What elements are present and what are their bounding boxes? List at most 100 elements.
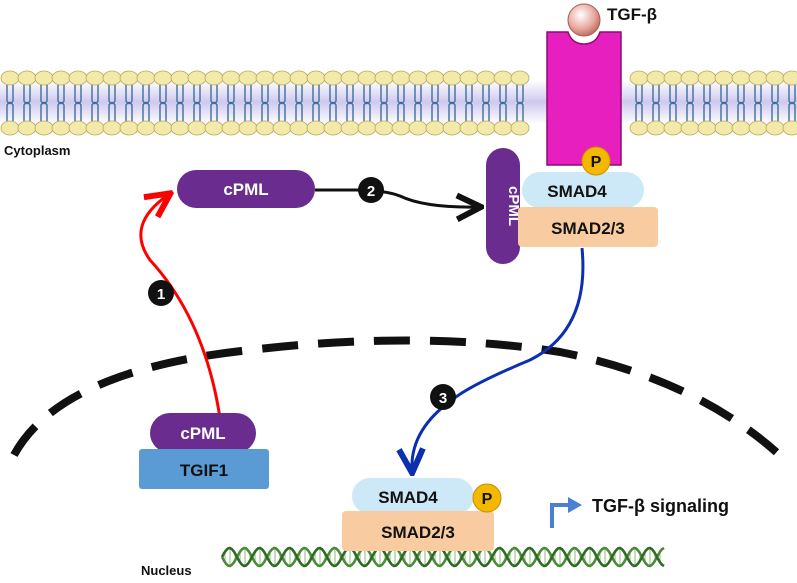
- lipid-head: [748, 120, 768, 136]
- lipid-head: [510, 120, 530, 136]
- lipid-head: [102, 120, 122, 136]
- smad23-nucleus-label: SMAD2/3: [381, 523, 455, 542]
- lipid-head: [663, 120, 683, 136]
- lipid-head: [714, 70, 734, 86]
- lipid-tail: [516, 85, 524, 121]
- lipid-tail: [414, 85, 422, 121]
- lipid-head: [680, 70, 700, 86]
- tgf-beta-label: TGF-β: [607, 5, 657, 24]
- lipid-head: [255, 120, 275, 136]
- lipid-head: [238, 120, 258, 136]
- lipid-head: [629, 70, 649, 86]
- lipid-head: [697, 70, 717, 86]
- lipid-tail: [448, 85, 456, 121]
- lipid-head: [17, 120, 37, 136]
- lipid-tail: [142, 85, 150, 121]
- lipid-head: [629, 120, 649, 136]
- lipid-head: [85, 70, 105, 86]
- lipid-tail: [6, 85, 14, 121]
- phospho-nucleus-label: P: [482, 491, 493, 508]
- receptor-body: [546, 31, 622, 166]
- lipid-head: [289, 70, 309, 86]
- lipid-head: [170, 120, 190, 136]
- lipid-head: [680, 120, 700, 136]
- step3-label: 3: [439, 390, 447, 407]
- lipid-head: [493, 120, 513, 136]
- tgif1: [139, 449, 269, 489]
- lipid-tail: [108, 85, 116, 121]
- lipid-head: [442, 70, 462, 86]
- lipid-head: [663, 70, 683, 86]
- cpml-cytoplasm: [177, 170, 315, 208]
- cpml-receptor-label: cPML: [505, 186, 522, 226]
- lipid-tail: [295, 85, 303, 121]
- lipid-head: [714, 120, 734, 136]
- lipid-head: [323, 70, 343, 86]
- lipid-tail: [125, 85, 133, 121]
- cpml-nucleus: [150, 413, 256, 453]
- lipid-tail: [771, 85, 779, 121]
- lipid-head: [153, 70, 173, 86]
- lipid-head: [357, 70, 377, 86]
- lipid-tail: [329, 85, 337, 121]
- step1-marker: [148, 280, 174, 306]
- smad4-nucleus: [352, 478, 474, 514]
- smad23-nucleus: [342, 511, 494, 551]
- lipid-tail: [193, 85, 201, 121]
- cytoplasm-label: Cytoplasm: [4, 143, 70, 158]
- lipid-head: [255, 70, 275, 86]
- lipid-tail: [244, 85, 252, 121]
- tgif1-label: TGIF1: [180, 461, 228, 480]
- smad23-receptor-label: SMAD2/3: [551, 219, 625, 238]
- lipid-head: [119, 70, 139, 86]
- lipid-head: [272, 70, 292, 86]
- lipid-head: [357, 120, 377, 136]
- step3-arrow: [412, 247, 585, 470]
- lipid-head: [374, 70, 394, 86]
- lipid-tail: [754, 85, 762, 121]
- lipid-head: [0, 70, 20, 86]
- smad4-receptor-label: SMAD4: [547, 182, 607, 201]
- smad23-receptor: [518, 207, 658, 247]
- lipid-tail: [788, 85, 796, 121]
- lipid-tail: [159, 85, 167, 121]
- lipid-tail: [346, 85, 354, 121]
- lipid-head: [425, 70, 445, 86]
- nucleus-label: Nucleus: [141, 563, 192, 578]
- lipid-tail: [261, 85, 269, 121]
- cpml-receptor-bound: [486, 148, 520, 264]
- lipid-head: [646, 120, 666, 136]
- tgf-beta-receptor: [546, 3, 622, 166]
- transcription-arrowhead: [568, 497, 582, 513]
- lipid-head: [731, 70, 751, 86]
- lipid-tail: [720, 85, 728, 121]
- lipid-head: [391, 120, 411, 136]
- lipid-head: [102, 70, 122, 86]
- lipid-head: [697, 120, 717, 136]
- lipid-head: [17, 70, 37, 86]
- lipid-head: [340, 70, 360, 86]
- lipid-head: [221, 70, 241, 86]
- lipid-head: [782, 70, 797, 86]
- plasma-membrane: [0, 70, 797, 136]
- step3-marker: [430, 384, 456, 410]
- lipid-head: [187, 70, 207, 86]
- step2-label: 2: [367, 183, 375, 200]
- lipid-heads-bottom: [0, 120, 797, 136]
- lipid-head: [765, 120, 785, 136]
- lipid-head: [408, 120, 428, 136]
- transcription-arrow: [550, 503, 572, 528]
- step2-arrow: [315, 188, 478, 207]
- lipid-tail: [703, 85, 711, 121]
- lipid-head: [204, 70, 224, 86]
- lipid-head: [119, 120, 139, 136]
- lipid-head: [51, 70, 71, 86]
- lipid-tail: [482, 85, 490, 121]
- lipid-tail: [686, 85, 694, 121]
- lipid-tail: [499, 85, 507, 121]
- step1-arrow: [139, 195, 222, 419]
- nuclear-smad-complex: SMAD4 SMAD2/3 P: [342, 478, 502, 551]
- lipid-head: [306, 120, 326, 136]
- lipid-head: [34, 70, 54, 86]
